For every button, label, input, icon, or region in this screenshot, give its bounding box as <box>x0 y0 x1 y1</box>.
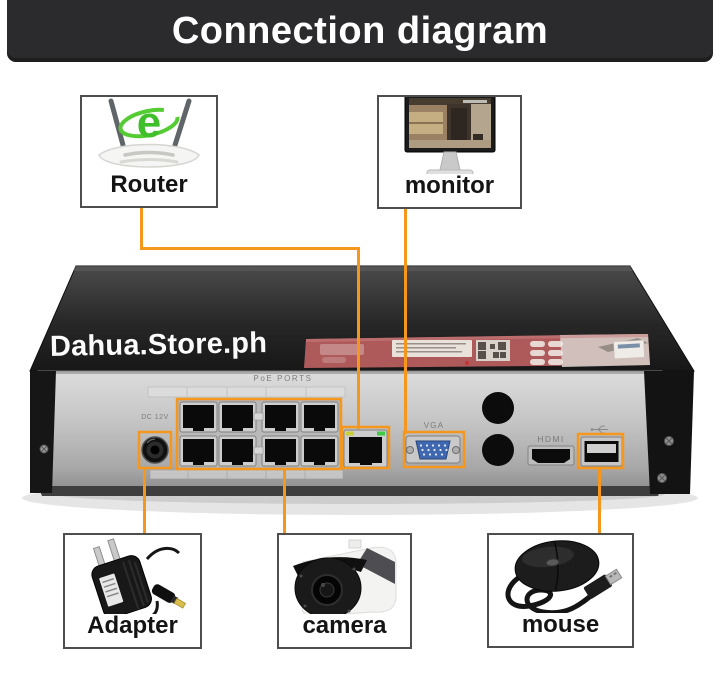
poe-port-block <box>177 399 341 469</box>
dc-power-jack <box>141 436 169 464</box>
rj45-port <box>179 401 218 433</box>
dc-power-label: DC 12V <box>141 414 169 421</box>
title-bar: Connection diagram <box>7 0 713 62</box>
router-label: Router <box>110 171 188 198</box>
adapter-icon <box>90 537 186 614</box>
mouse-box: mouse <box>487 533 634 648</box>
lan-port <box>343 429 388 468</box>
connection-lines <box>140 208 601 534</box>
rj45-port <box>300 435 339 467</box>
camera-label: camera <box>302 612 387 639</box>
audio-jacks <box>482 392 514 466</box>
router-box: e Router <box>80 95 218 208</box>
monitor-icon <box>404 97 495 174</box>
usb-plug <box>583 568 622 599</box>
poe-ports-label: PoE PORTS <box>253 374 313 383</box>
rj45-port <box>218 435 257 467</box>
adapter-line <box>143 468 146 534</box>
mouse-icon <box>505 540 622 613</box>
monitor-box: monitor <box>377 95 522 209</box>
camera-line <box>283 469 286 534</box>
usb-port <box>580 425 623 467</box>
ie-logo-letter: e <box>137 98 161 147</box>
dc-plug <box>151 583 186 609</box>
router-line-horizontal <box>140 247 360 250</box>
store-watermark: Dahua.Store.ph <box>49 327 268 363</box>
rj45-port <box>300 401 339 433</box>
hdmi-label: HDMI <box>537 434 565 444</box>
router-icon: e <box>98 98 200 168</box>
device-front-panel <box>30 370 694 496</box>
rj45-port <box>179 435 218 467</box>
adapter-label: Adapter <box>87 612 178 639</box>
cctv-screen <box>408 97 491 148</box>
page-title: Connection diagram <box>171 9 549 52</box>
vga-label: VGA <box>423 421 445 430</box>
monitor-label: monitor <box>404 172 495 199</box>
mouse-label: mouse <box>521 611 600 638</box>
monitor-line <box>404 209 407 434</box>
hdmi-port <box>527 445 575 466</box>
router-line-to-lan <box>357 247 360 429</box>
router-line-vertical <box>140 208 143 250</box>
rj45-port <box>261 435 300 467</box>
port-number-strips <box>147 386 346 480</box>
vga-port <box>405 435 461 464</box>
rj45-port <box>261 401 300 433</box>
camera-box: camera <box>277 533 412 649</box>
rj45-port <box>218 401 257 433</box>
adapter-box: Adapter <box>63 533 202 649</box>
mouse-line <box>598 468 601 534</box>
camera-icon <box>292 539 396 614</box>
device-label-sticker <box>304 334 650 368</box>
screw-icon <box>39 436 674 483</box>
